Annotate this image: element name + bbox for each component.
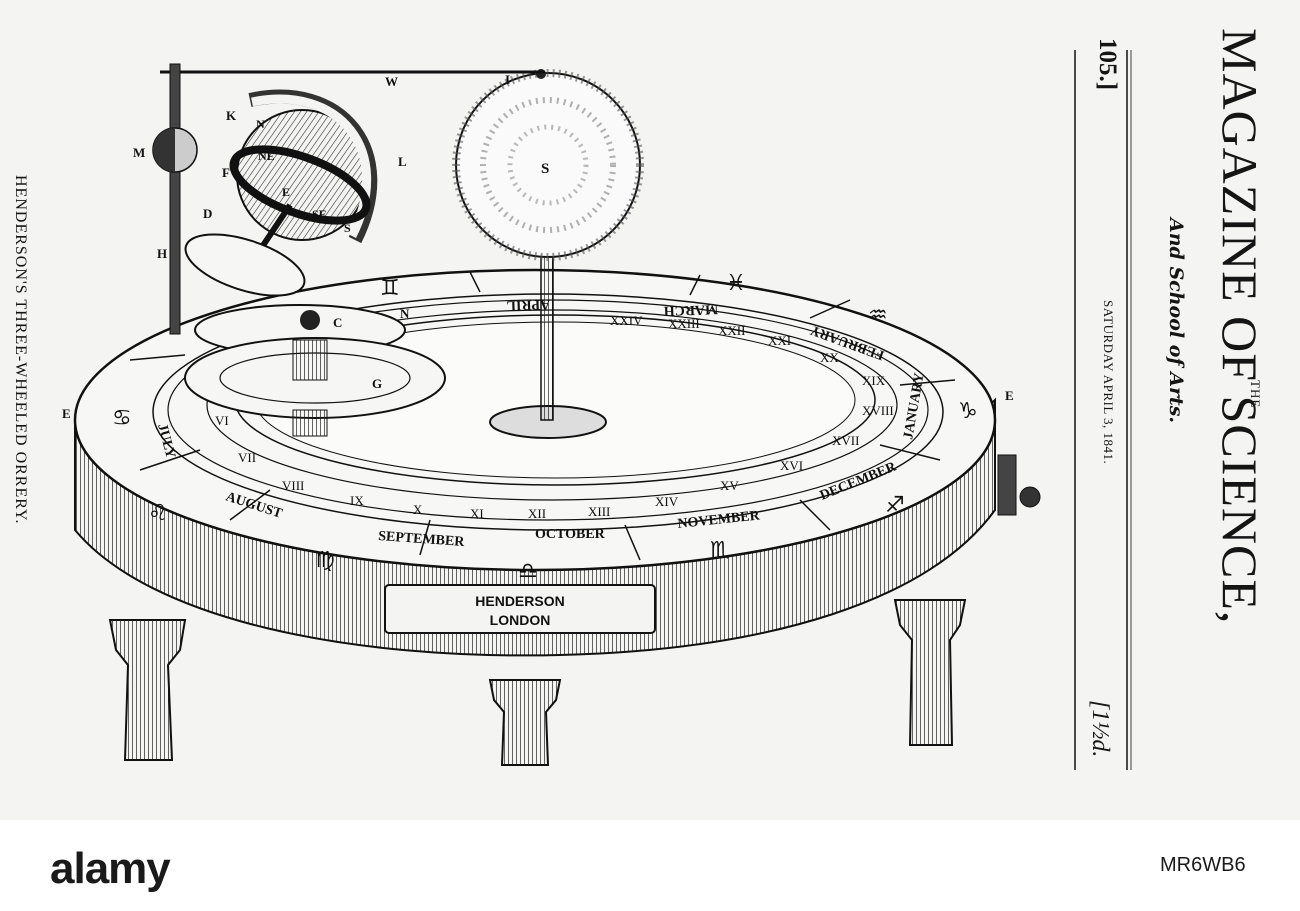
leo-symbol: ♌: [148, 501, 168, 526]
compass-se: SE: [312, 207, 327, 221]
month-september: SEPTEMBER: [378, 529, 466, 550]
magazine-page: ♋ ♌ ♍ ♎ ♏ ♐ ♑ ♒ ♓ ♊ JULY AUGUST SEPTEMBE…: [0, 0, 1300, 820]
masthead-rules: [1074, 50, 1132, 770]
sagittarius-symbol: ♐: [885, 493, 905, 518]
masthead-date: SATURDAY APRIL 3, 1841.: [1101, 300, 1116, 465]
label-d: D: [203, 206, 212, 221]
compass-ring-labels: N NE E SE S: [256, 117, 351, 235]
numeral: XIV: [655, 494, 679, 509]
scorpio-symbol: ♏: [710, 538, 730, 563]
numeral: XX: [820, 350, 839, 365]
label-k: K: [226, 108, 237, 123]
masthead-subtitle: And School of Arts.: [1165, 218, 1187, 424]
pisces-symbol: ♓: [726, 271, 746, 296]
stock-footer: alamy MR6WB6: [0, 820, 1300, 911]
label-m: M: [133, 145, 145, 160]
zodiac-symbols: ♋ ♌ ♍ ♎ ♏ ♐ ♑ ♒ ♓ ♊: [112, 271, 978, 584]
label-i: I: [505, 72, 510, 87]
label-e-left: E: [62, 406, 71, 421]
numeral: XXIV: [610, 313, 643, 328]
numeral: XIII: [588, 504, 610, 519]
numeral: XVII: [832, 433, 859, 448]
label-f: F: [222, 165, 230, 180]
maker-plaque: [384, 584, 656, 634]
numeral: VII: [238, 450, 256, 465]
figure-caption: HENDERSON'S THREE-WHEELED ORRERY.: [12, 175, 29, 525]
compass-s: S: [344, 221, 351, 235]
issue-price: [1½d.: [1087, 700, 1113, 758]
plaque-line-2: LONDON: [490, 612, 551, 628]
virgo-symbol: ♍: [315, 548, 335, 573]
libra-symbol: ♎: [518, 559, 538, 584]
plaque-line-1: HENDERSON: [475, 593, 564, 609]
alamy-logo: alamy: [50, 844, 171, 893]
numeral: IX: [350, 493, 364, 508]
label-e-right: E: [1005, 388, 1014, 403]
numeral: XXI: [768, 333, 791, 348]
gemini-symbol: ♊: [380, 276, 400, 301]
numeral: XII: [528, 506, 546, 521]
label-h: H: [157, 246, 167, 261]
roman-numerals: VI VII VIII IX X XI XII XIII XIV XV XVI …: [215, 313, 894, 521]
orrery-engraving: ♋ ♌ ♍ ♎ ♏ ♐ ♑ ♒ ♓ ♊ JULY AUGUST SEPTEMBE…: [62, 50, 1132, 770]
earth-mechanism: [152, 63, 545, 437]
numeral: XIX: [862, 373, 886, 388]
numeral: XI: [470, 506, 484, 521]
issue-number: 105.]: [1094, 38, 1121, 91]
label-l: L: [398, 154, 407, 169]
plaque-text: HENDERSON LONDON: [475, 593, 564, 628]
numeral: XXIII: [668, 316, 700, 331]
numeral: X: [413, 502, 423, 517]
month-october: OCTOBER: [535, 527, 606, 542]
cancer-symbol: ♋: [112, 406, 132, 431]
stock-image-id: MR6WB6: [1160, 854, 1246, 876]
label-w: W: [385, 74, 398, 89]
table-legs: [108, 599, 967, 766]
label-s: S: [541, 161, 549, 177]
numeral: VIII: [282, 478, 304, 493]
label-g: G: [372, 376, 382, 391]
numeral: XXII: [718, 323, 745, 338]
masthead-title: MAGAZINE OF SCIENCE,: [1212, 28, 1268, 625]
compass-e: E: [282, 185, 290, 199]
label-n: N: [400, 306, 410, 321]
compass-n: N: [256, 117, 265, 131]
sun-globe: [452, 69, 644, 261]
numeral: XVI: [780, 458, 803, 473]
numeral: XV: [720, 478, 739, 493]
capricorn-symbol: ♑: [958, 399, 978, 424]
figure-labels: W I K M F L D H C G N S E E: [62, 72, 1014, 421]
month-march: MARCH: [663, 301, 718, 318]
compass-ne: NE: [258, 149, 275, 163]
numeral: VI: [215, 413, 229, 428]
label-c: C: [333, 315, 342, 330]
numeral: XVIII: [862, 403, 894, 418]
month-april: APRIL: [506, 296, 550, 313]
aquarius-symbol: ♒: [868, 303, 888, 328]
